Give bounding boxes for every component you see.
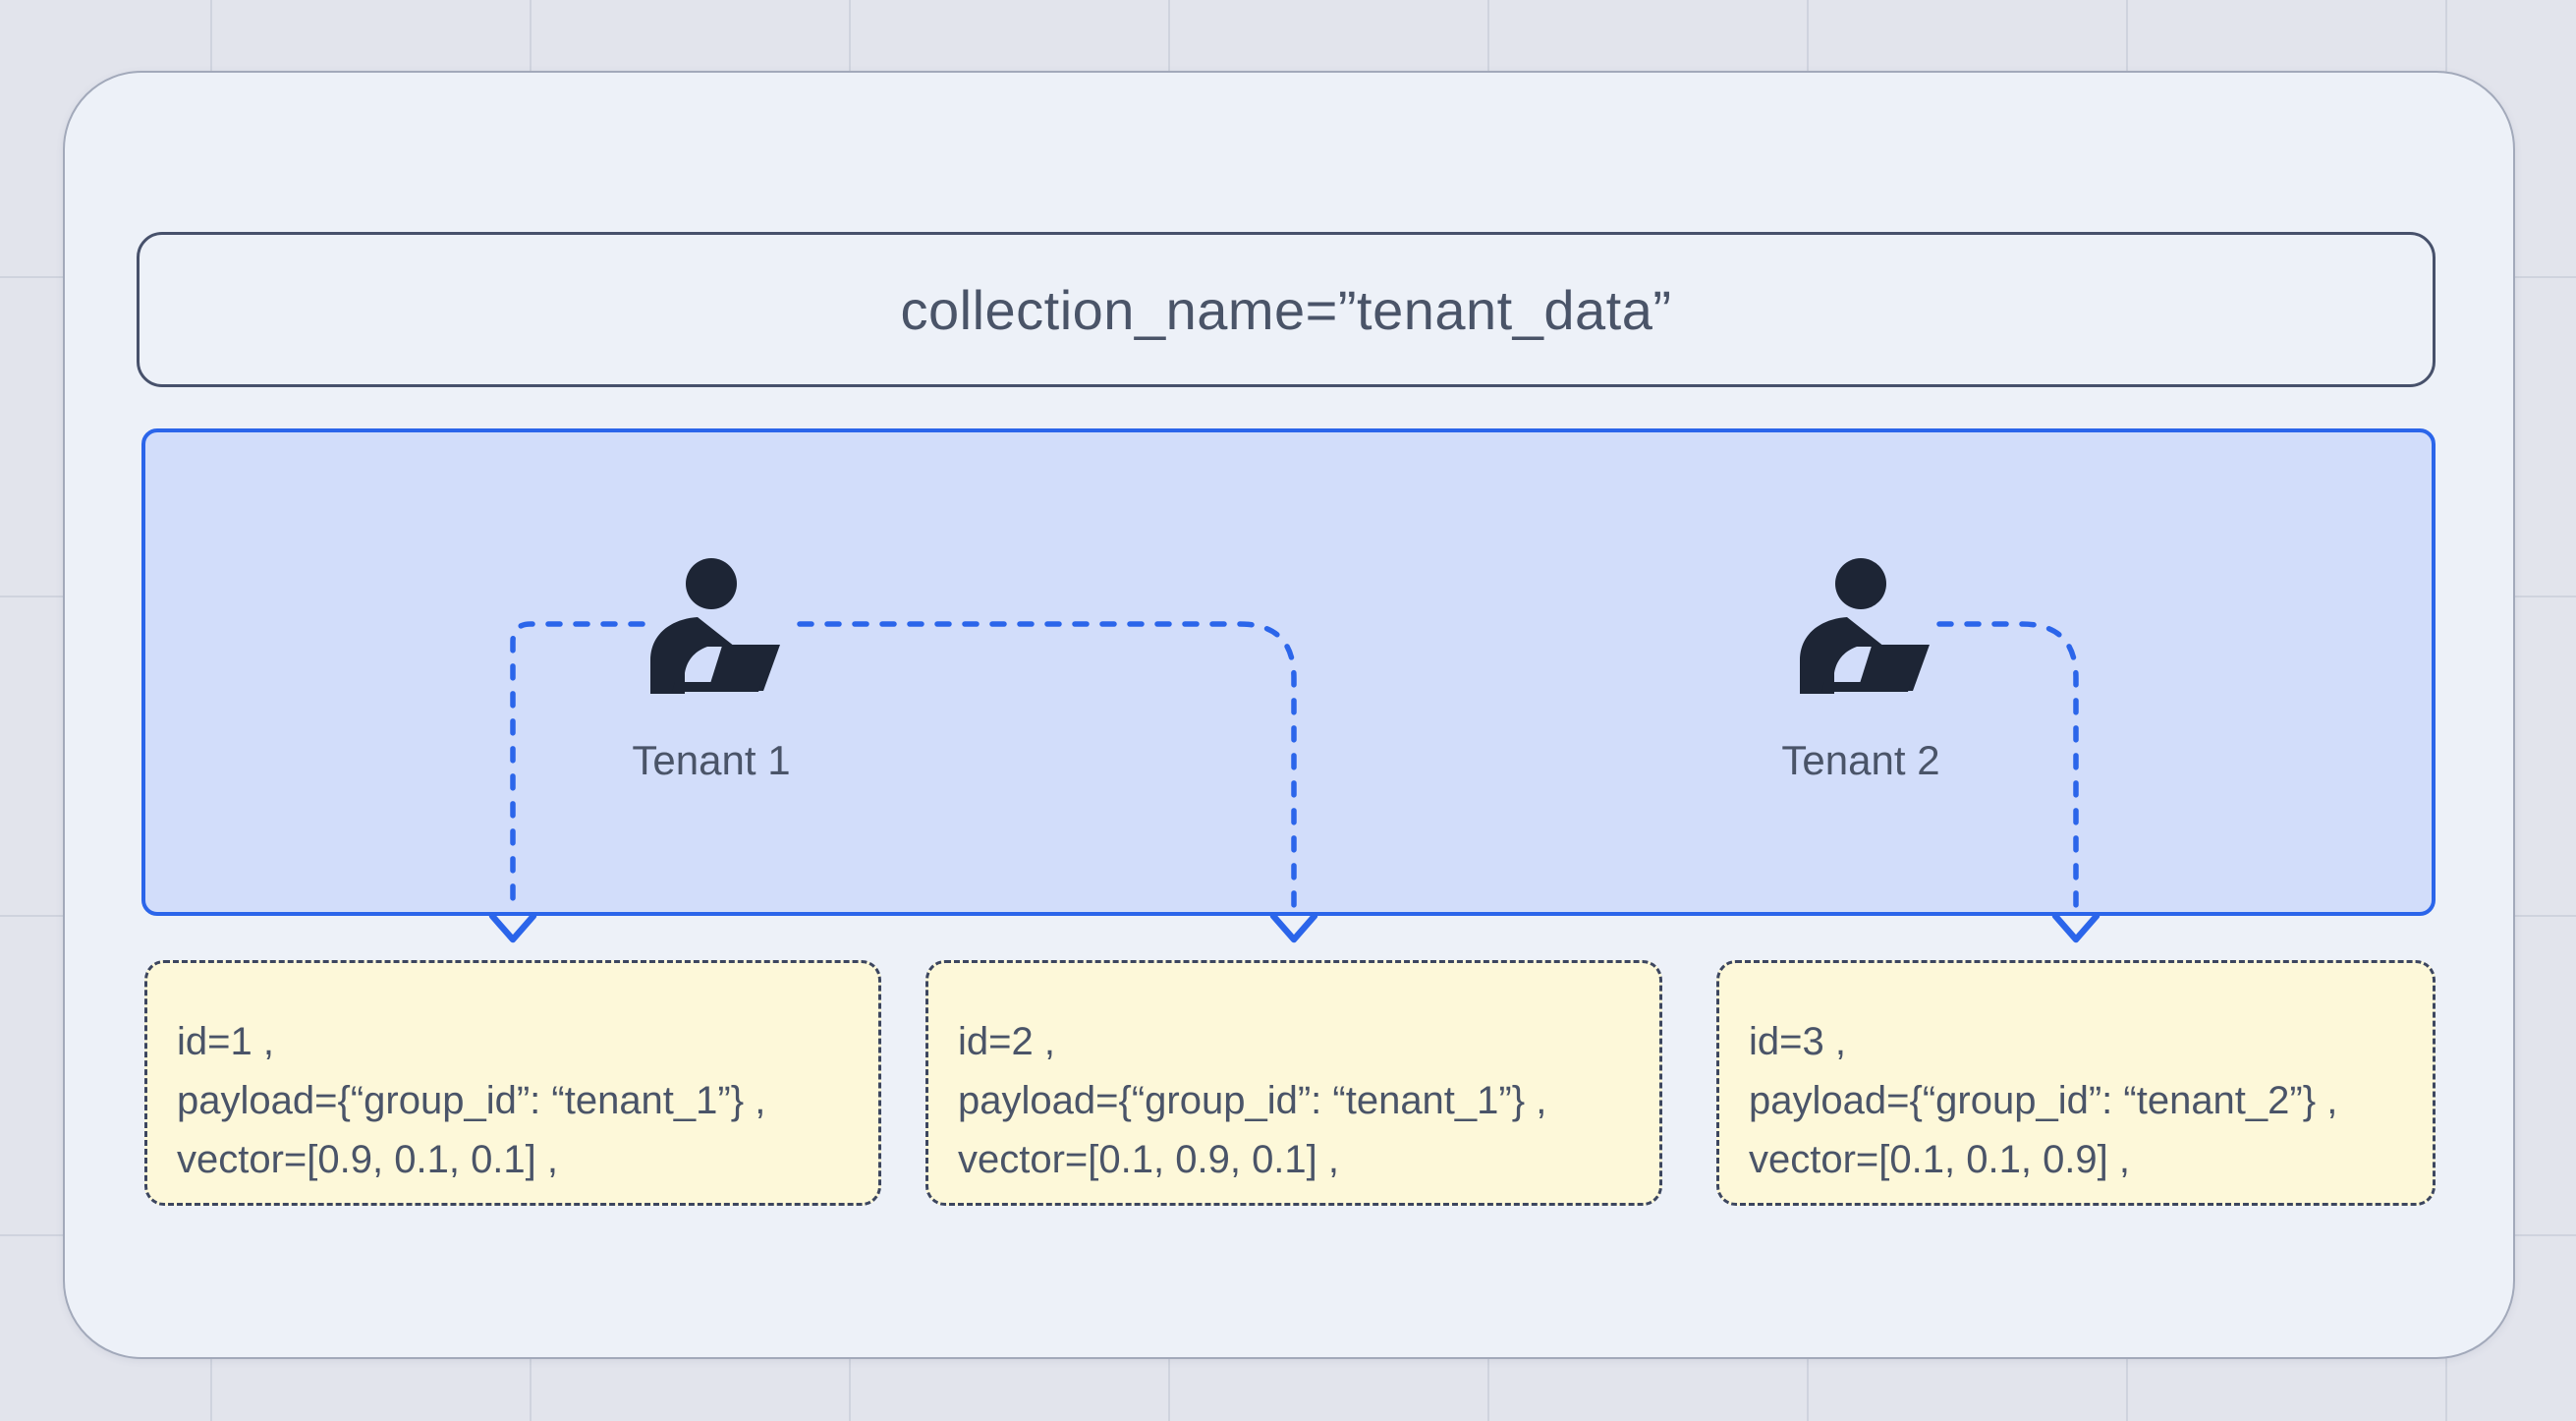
point-2-payload: payload={“group_id”: “tenant_1”} , bbox=[958, 1079, 1547, 1122]
person-laptop-icon bbox=[1800, 558, 1930, 694]
tenant-2-label: Tenant 2 bbox=[1781, 737, 1940, 783]
point-3-id: id=3 , bbox=[1749, 1020, 1846, 1063]
point-3-vector: vector=[0.1, 0.1, 0.9] , bbox=[1749, 1138, 2131, 1181]
point-1-vector: vector=[0.9, 0.1, 0.1] , bbox=[177, 1138, 559, 1181]
tenant-panel bbox=[141, 428, 2436, 916]
point-card-3: id=3 , payload={“group_id”: “tenant_2”} … bbox=[1716, 960, 2436, 1206]
tenant-1-label: Tenant 1 bbox=[632, 737, 791, 783]
person-laptop-icon bbox=[650, 558, 780, 694]
point-1-id: id=1 , bbox=[177, 1020, 274, 1063]
arrowhead-down-icon bbox=[1269, 912, 1318, 943]
point-3-payload: payload={“group_id”: “tenant_2”} , bbox=[1749, 1079, 2338, 1122]
point-2-id: id=2 , bbox=[958, 1020, 1055, 1063]
point-2-vector: vector=[0.1, 0.9, 0.1] , bbox=[958, 1138, 1340, 1181]
diagram-card: collection_name=”tenant_data” Tenant 1 T… bbox=[63, 71, 2515, 1359]
collection-name-label: collection_name=”tenant_data” bbox=[900, 278, 1672, 341]
point-1-payload: payload={“group_id”: “tenant_1”} , bbox=[177, 1079, 766, 1122]
collection-name-box: collection_name=”tenant_data” bbox=[137, 232, 2436, 387]
point-card-2: id=2 , payload={“group_id”: “tenant_1”} … bbox=[925, 960, 1662, 1206]
point-card-1: id=1 , payload={“group_id”: “tenant_1”} … bbox=[144, 960, 881, 1206]
arrowhead-down-icon bbox=[488, 912, 537, 943]
arrowhead-down-icon bbox=[2051, 912, 2100, 943]
